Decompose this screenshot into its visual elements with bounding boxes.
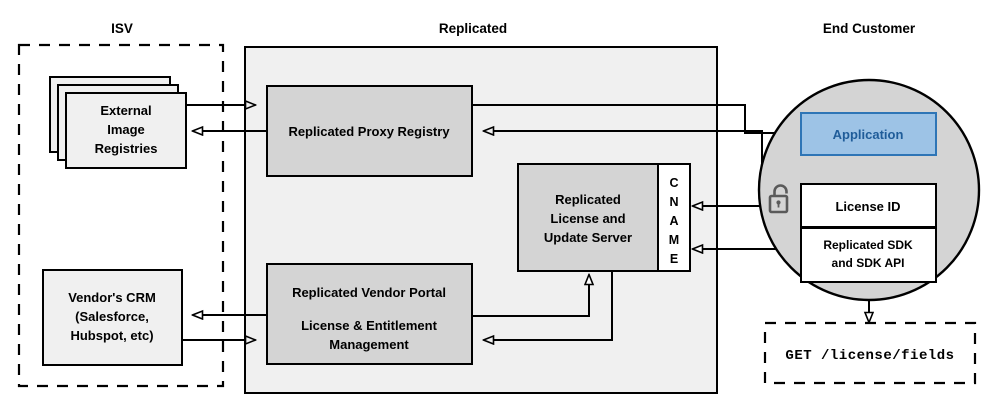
license-server-line-3: Update Server xyxy=(544,230,632,245)
replicated-sdk-node: Replicated SDK and SDK API xyxy=(800,227,937,283)
application-label: Application xyxy=(833,127,904,142)
cname-letter-1: C xyxy=(669,176,678,190)
unlock-icon xyxy=(768,184,789,214)
vendor-portal-title: Replicated Vendor Portal xyxy=(292,285,446,300)
connector-proxy-to-application xyxy=(472,104,800,133)
lane-title-end-customer: End Customer xyxy=(823,21,916,36)
replicated-proxy-registry: Replicated Proxy Registry xyxy=(266,85,473,177)
connector-vendor-portal-to-license-server xyxy=(472,275,589,317)
replicated-license-and-update-server: Replicated License and Update Server xyxy=(517,163,659,272)
vendor-portal-line-3: Management xyxy=(329,337,409,352)
replicated-sdk-line-2: and SDK API xyxy=(832,256,905,270)
cname-letter-3: A xyxy=(669,214,678,228)
license-id-label: License ID xyxy=(835,199,900,214)
vendor-crm: Vendor's CRM (Salesforce, Hubspot, etc) xyxy=(42,269,183,366)
connector-license-server-to-vendor-portal xyxy=(484,271,613,340)
external-image-registries-line-2: Image xyxy=(107,122,145,137)
replicated-proxy-registry-label: Replicated Proxy Registry xyxy=(288,124,450,139)
lane-title-isv: ISV xyxy=(111,21,133,36)
application-node: Application xyxy=(800,112,937,156)
external-image-registries-line-1: External xyxy=(100,103,151,118)
lane-title-replicated: Replicated xyxy=(439,21,507,36)
cname-letter-5: E xyxy=(670,252,678,266)
vendor-crm-line-3: Hubspot, etc) xyxy=(70,328,153,343)
external-image-registries: External Image Registries xyxy=(49,76,187,169)
license-id-node: License ID xyxy=(800,183,937,228)
isv-zone-boundary xyxy=(17,43,225,388)
vendor-portal-line-2: License & Entitlement xyxy=(301,318,437,333)
replicated-vendor-portal: Replicated Vendor Portal License & Entit… xyxy=(266,263,473,365)
api-call-node: GET /license/fields xyxy=(763,321,977,385)
cname-letter-4: M xyxy=(669,233,679,247)
vendor-crm-line-1: Vendor's CRM xyxy=(68,290,156,305)
license-server-line-2: License and xyxy=(550,211,625,226)
license-server-line-1: Replicated xyxy=(555,192,621,207)
cname-letter-2: N xyxy=(669,195,678,209)
replicated-sdk-line-1: Replicated SDK xyxy=(823,238,913,252)
external-image-registries-line-3: Registries xyxy=(95,141,158,156)
cname-box: C N A M E xyxy=(657,163,691,272)
api-call-label: GET /license/fields xyxy=(785,348,954,364)
vendor-crm-line-2: (Salesforce, xyxy=(75,309,149,324)
